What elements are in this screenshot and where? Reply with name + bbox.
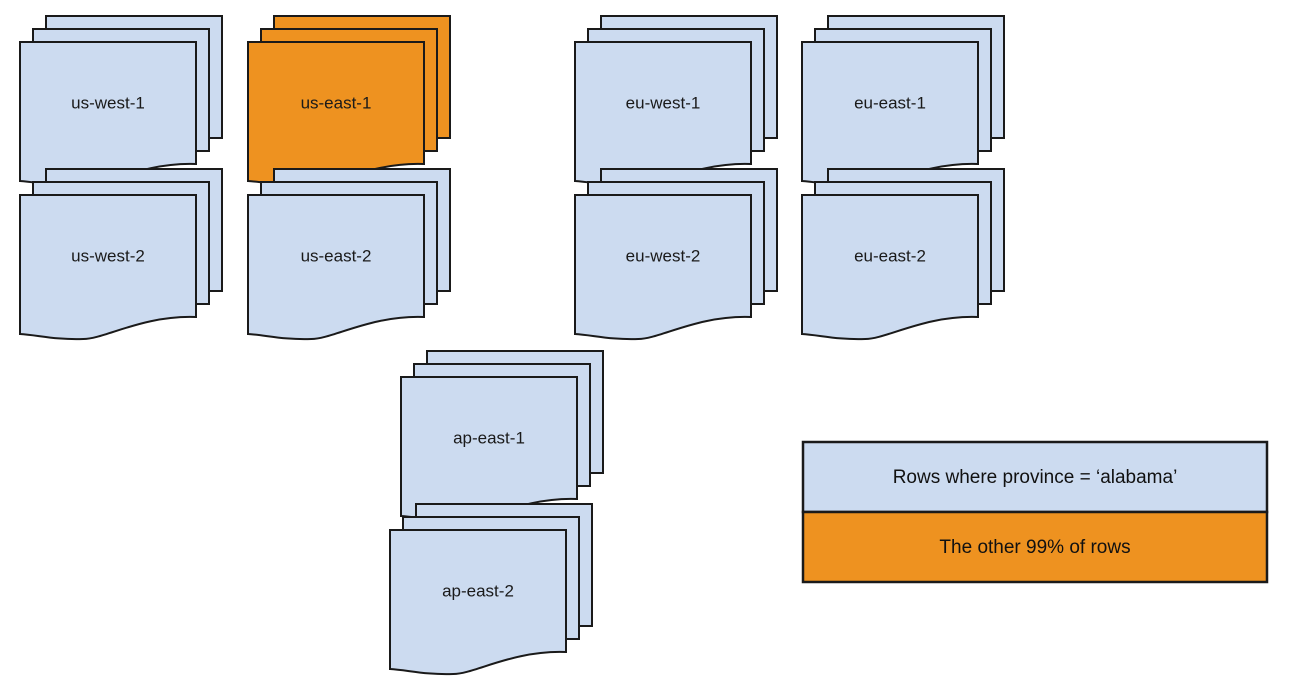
document-stack-label-us-east-2: us-east-2 xyxy=(301,246,372,265)
legend-row-other-label: The other 99% of rows xyxy=(939,537,1130,558)
document-stack-label-ap-east-2: ap-east-2 xyxy=(442,581,514,600)
document-stack-label-us-west-2: us-west-2 xyxy=(71,246,145,265)
document-stack-ap-east-2[interactable]: ap-east-2 xyxy=(389,503,593,676)
document-sheet-front xyxy=(574,194,752,341)
document-sheet-front xyxy=(801,194,979,341)
document-stack-eu-west-2[interactable]: eu-west-2 xyxy=(574,168,778,341)
document-stack-label-eu-west-1: eu-west-1 xyxy=(626,93,701,112)
document-stack-us-east-1[interactable]: us-east-1 xyxy=(247,15,451,188)
document-stack-label-ap-east-1: ap-east-1 xyxy=(453,428,525,447)
document-stacks-layer: us-west-1 us-east-1 eu-west-1 eu-east-1 us-w… xyxy=(19,15,1005,676)
legend-row-alabama-label: Rows where province = ‘alabama’ xyxy=(893,467,1178,488)
document-stack-label-eu-east-2: eu-east-2 xyxy=(854,246,926,265)
document-stack-label-us-east-1: us-east-1 xyxy=(301,93,372,112)
document-stack-label-us-west-1: us-west-1 xyxy=(71,93,145,112)
document-sheet-front xyxy=(19,194,197,341)
document-stack-ap-east-1[interactable]: ap-east-1 xyxy=(400,350,604,523)
document-stack-us-east-2[interactable]: us-east-2 xyxy=(247,168,451,341)
document-stack-eu-west-1[interactable]: eu-west-1 xyxy=(574,15,778,188)
document-stack-label-eu-west-2: eu-west-2 xyxy=(626,246,701,265)
document-sheet-front xyxy=(19,41,197,188)
document-sheet-front xyxy=(400,376,578,523)
document-stack-us-west-1[interactable]: us-west-1 xyxy=(19,15,223,188)
document-stack-label-eu-east-1: eu-east-1 xyxy=(854,93,926,112)
document-sheet-front xyxy=(389,529,567,676)
legend-row-alabama-swatch xyxy=(801,440,1269,514)
document-sheet-front xyxy=(247,41,425,188)
document-sheet-front xyxy=(801,41,979,188)
document-stack-eu-east-2[interactable]: eu-east-2 xyxy=(801,168,1005,341)
document-stack-us-west-2[interactable]: us-west-2 xyxy=(19,168,223,341)
document-sheet-front xyxy=(247,194,425,341)
legend: Rows where province = ‘alabama’ The other… xyxy=(801,440,1269,584)
document-sheet-front xyxy=(574,41,752,188)
document-stack-eu-east-1[interactable]: eu-east-1 xyxy=(801,15,1005,188)
legend-row-other-swatch xyxy=(801,510,1269,584)
